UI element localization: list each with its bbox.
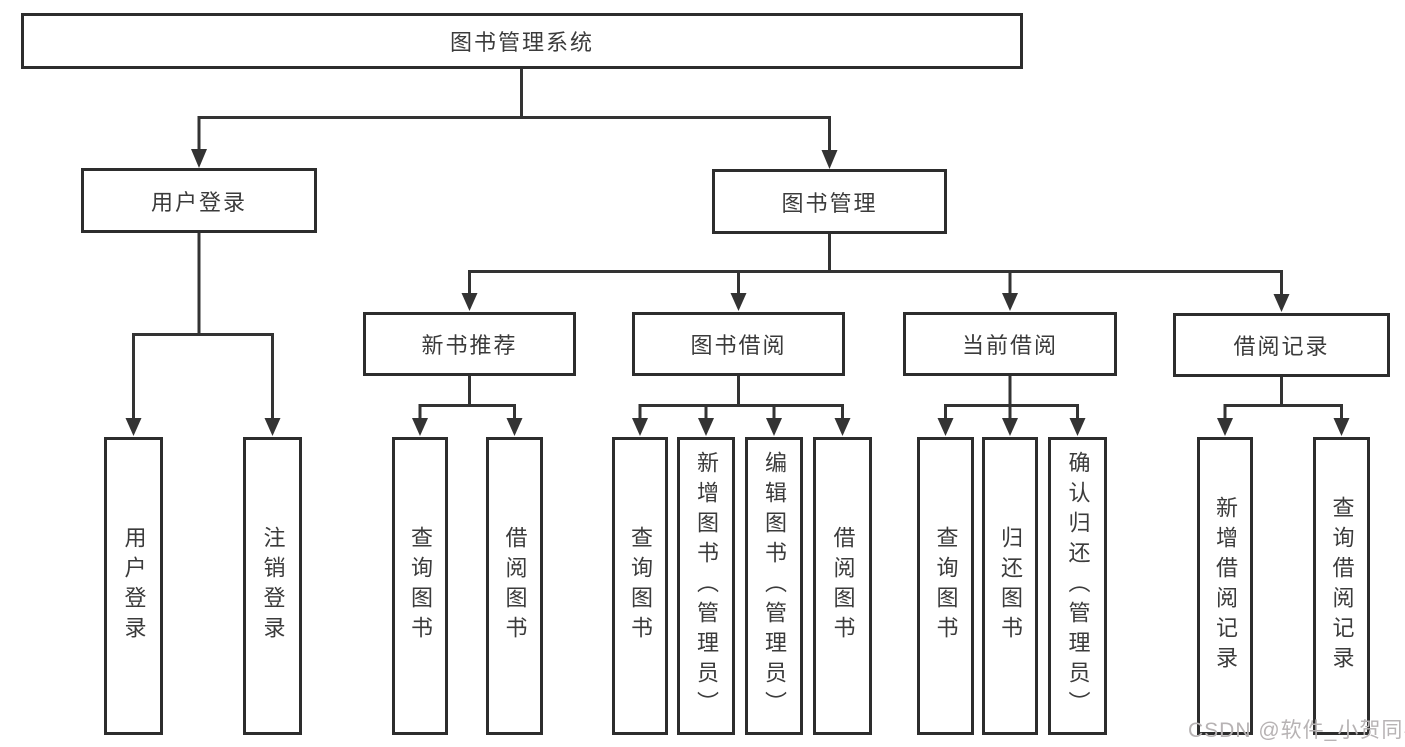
arrow-down-icon <box>125 418 142 436</box>
arrow-down-icon <box>1002 293 1018 311</box>
arrow-down-icon <box>1069 418 1086 436</box>
node-book-management: 图书管理 <box>712 169 947 234</box>
arrow-down-icon <box>766 418 782 436</box>
leaf-query-borrow-record: 查询借阅记录 <box>1313 437 1370 735</box>
arrow-down-icon <box>1273 294 1290 312</box>
arrow-down-icon <box>461 293 478 311</box>
book-borrow-bus-line <box>638 404 844 420</box>
leaf-query-books-borrow: 查询图书 <box>612 437 668 735</box>
arrow-down-icon <box>412 418 428 436</box>
leaf-borrow-books-recommend: 借阅图书 <box>486 437 543 735</box>
leaf-user-login: 用户登录 <box>104 437 163 735</box>
leaf-confirm-return-admin: 确认归还（管理员） <box>1048 437 1107 735</box>
borrow-record-bus-line <box>1223 404 1343 420</box>
node-user-login: 用户登录 <box>81 168 317 233</box>
arrow-down-icon <box>1217 418 1233 436</box>
arrow-down-icon <box>191 149 207 168</box>
leaf-query-books-recommend: 查询图书 <box>392 437 448 735</box>
leaf-query-books-current: 查询图书 <box>917 437 974 735</box>
leaf-add-borrow-record: 新增借阅记录 <box>1197 437 1253 735</box>
arrow-down-icon <box>1333 418 1350 436</box>
arrow-down-icon <box>821 150 838 169</box>
current-borrow-bus-line <box>944 404 1079 420</box>
arrow-down-icon <box>506 418 523 436</box>
arrow-down-icon <box>698 418 714 436</box>
leaf-borrow-books: 借阅图书 <box>813 437 872 735</box>
arrow-down-icon <box>834 418 851 436</box>
arrow-down-icon <box>1002 418 1018 436</box>
user-login-bus-line <box>132 333 274 420</box>
new-book-rec-bus-line <box>418 404 516 420</box>
arrow-down-icon <box>264 418 281 436</box>
node-library-management-system: 图书管理系统 <box>21 13 1023 69</box>
node-current-borrow: 当前借阅 <box>903 312 1117 376</box>
level3-bus-line <box>468 270 1283 295</box>
level2-bus-line <box>197 116 831 151</box>
leaf-edit-books-admin: 编辑图书（管理员） <box>745 437 803 735</box>
arrow-down-icon <box>730 293 747 311</box>
arrow-down-icon <box>632 418 648 436</box>
node-borrow-record: 借阅记录 <box>1173 313 1390 377</box>
node-book-borrow: 图书借阅 <box>632 312 845 376</box>
leaf-add-books-admin: 新增图书（管理员） <box>677 437 735 735</box>
arrow-down-icon <box>937 418 954 436</box>
leaf-logout: 注销登录 <box>243 437 302 735</box>
node-new-book-recommend: 新书推荐 <box>363 312 576 376</box>
leaf-return-books: 归还图书 <box>982 437 1038 735</box>
csdn-watermark: CSDN @软件_小贺同学 <box>1188 719 1405 742</box>
